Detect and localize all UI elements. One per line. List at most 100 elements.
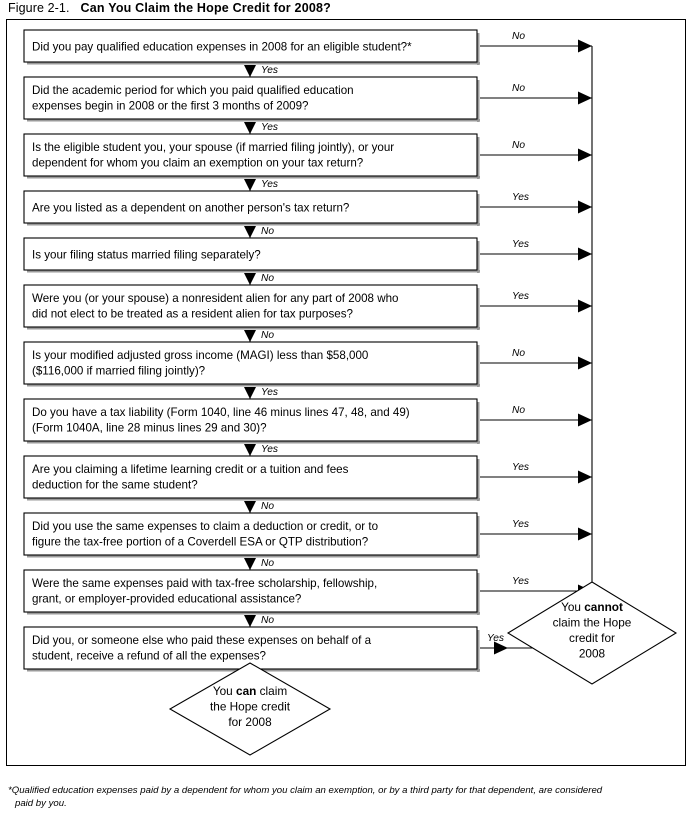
branch-label-side: Yes (512, 192, 529, 203)
branch-label-down: Yes (261, 122, 278, 133)
arrowhead-down (244, 273, 256, 285)
outcome-line: You cannot (561, 600, 623, 614)
branch-label-side: Yes (512, 462, 529, 473)
branch-label-down: Yes (261, 444, 278, 455)
figure-number: Figure 2-1. (8, 1, 70, 15)
branch-label-side: Yes (512, 291, 529, 302)
arrowhead-down (244, 501, 256, 513)
arrowhead-right (578, 148, 592, 162)
box-shadow (477, 573, 480, 615)
branch-label-down: No (261, 273, 274, 284)
arrowhead-right (578, 39, 592, 53)
outcome-line: credit for (569, 631, 615, 645)
branch-label-down: No (261, 501, 274, 512)
decision-box-q6: Were you (or your spouse) a nonresident … (23, 284, 592, 342)
outcome-diamond-cannot (506, 581, 678, 685)
box-shadow (27, 119, 480, 122)
question-text: student, receive a refund of all the exp… (32, 650, 267, 663)
arrowhead-down (244, 615, 256, 627)
question-text: Are you listed as a dependent on another… (32, 202, 350, 215)
box-shadow (477, 402, 480, 444)
decision-box-q4: Are you listed as a dependent on another… (23, 190, 592, 238)
question-text: Were you (or your spouse) a nonresident … (32, 292, 399, 305)
outcome-line: for 2008 (228, 715, 272, 729)
question-text: (Form 1040A, line 28 minus lines 29 and … (32, 422, 267, 435)
question-text: dependent for whom you claim an exemptio… (32, 157, 364, 170)
page-title: Can You Claim the Hope Credit for 2008? (80, 1, 331, 15)
branch-label-side: No (512, 140, 525, 151)
arrowhead-right (578, 200, 592, 214)
question-text: expenses begin in 2008 or the first 3 mo… (32, 100, 309, 113)
flow-layer: Did you pay qualified education expenses… (23, 29, 678, 756)
arrowhead-down (244, 226, 256, 238)
decision-box-q10: Did you use the same expenses to claim a… (23, 512, 592, 570)
branch-label-down: Yes (261, 179, 278, 190)
decision-box-q3: Is the eligible student you, your spouse… (23, 133, 592, 191)
branch-label-side: No (512, 348, 525, 359)
arrowhead-down (244, 330, 256, 342)
question-text: figure the tax-free portion of a Coverde… (32, 536, 369, 549)
box-shadow (477, 288, 480, 330)
arrowhead-down (244, 65, 256, 77)
arrowhead-right (578, 413, 592, 427)
branch-label-down: No (261, 226, 274, 237)
arrowhead-right (578, 356, 592, 370)
box-outline (23, 76, 478, 120)
arrowhead-right (578, 299, 592, 313)
question-text: deduction for the same student? (32, 479, 198, 492)
question-text: Did you, or someone else who paid these … (32, 634, 372, 647)
box-shadow (27, 612, 480, 615)
arrowhead-right (578, 247, 592, 261)
question-text: Do you have a tax liability (Form 1040, … (32, 406, 410, 419)
box-shadow (477, 137, 480, 179)
box-outline (23, 512, 478, 556)
arrowhead-down (244, 122, 256, 134)
box-outline (23, 133, 478, 177)
box-shadow (477, 459, 480, 501)
question-text: Is your filing status married filing sep… (32, 249, 261, 262)
box-shadow (27, 223, 480, 226)
outcome-line: You can claim (213, 684, 287, 698)
decision-box-q8: Do you have a tax liability (Form 1040, … (23, 398, 592, 456)
arrowhead-down (244, 558, 256, 570)
arrowhead-right (578, 470, 592, 484)
branch-label-down: No (261, 558, 274, 569)
box-outline (23, 455, 478, 499)
decision-box-q7: Is your modified adjusted gross income (… (23, 341, 592, 399)
footnote-line-1: *Qualified education expenses paid by a … (8, 785, 603, 796)
box-shadow (477, 345, 480, 387)
box-outline (23, 29, 478, 63)
box-shadow (27, 62, 480, 65)
box-shadow (477, 241, 480, 273)
arrowhead-down (244, 444, 256, 456)
branch-label-down: No (261, 330, 274, 341)
outcome-diamond-can (168, 662, 332, 756)
branch-label-side: Yes (512, 239, 529, 250)
branch-label-side: Yes (487, 633, 504, 644)
arrowhead-right (578, 527, 592, 541)
branch-label-side: No (512, 405, 525, 416)
box-shadow (27, 555, 480, 558)
branch-label-down: Yes (261, 65, 278, 76)
branch-label-side: Yes (512, 519, 529, 530)
figure-title-bar: Figure 2-1. Can You Claim the Hope Credit… (8, 1, 331, 15)
outcome-line: 2008 (579, 647, 606, 661)
question-text: Did you use the same expenses to claim a… (32, 520, 378, 533)
box-shadow (27, 498, 480, 501)
decision-box-q12: Did you, or someone else who paid these … (23, 626, 592, 699)
arrowhead-right (494, 641, 508, 655)
decision-box-q5: Is your filing status married filing sep… (23, 237, 592, 285)
outcome-line: the Hope credit (210, 700, 291, 714)
decision-box-q9: Are you claiming a lifetime learning cre… (23, 455, 592, 513)
box-outline (23, 569, 478, 613)
decision-box-q2: Did the academic period for which you pa… (23, 76, 592, 134)
decision-box-q1: Did you pay qualified education expenses… (23, 29, 592, 77)
box-shadow (477, 80, 480, 122)
box-shadow (477, 33, 480, 65)
box-shadow (477, 630, 480, 672)
box-outline (23, 398, 478, 442)
box-shadow (27, 384, 480, 387)
branch-label-side: Yes (512, 576, 529, 587)
